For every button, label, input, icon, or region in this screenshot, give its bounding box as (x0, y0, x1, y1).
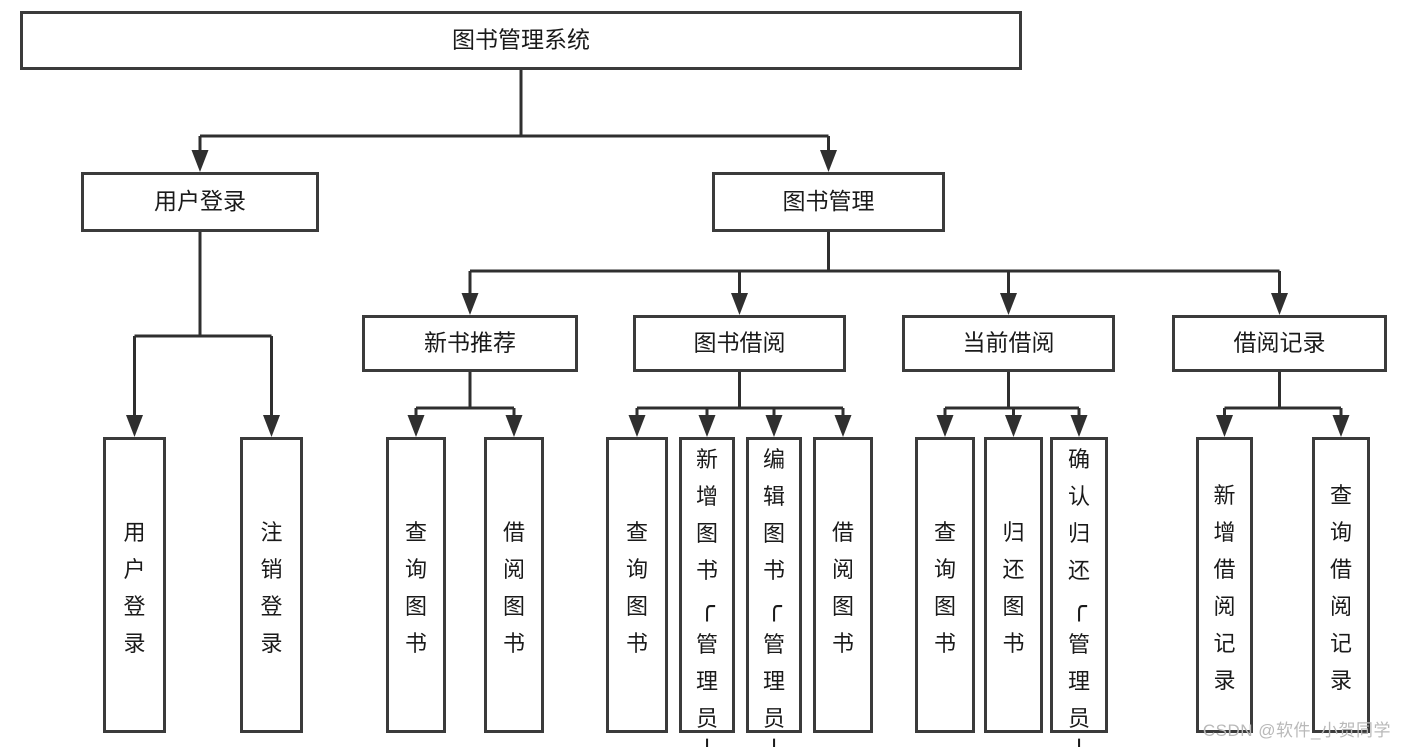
vertical-bracket-glyph: ╭ (699, 591, 715, 622)
node-leaf-edit-book[interactable]: 编辑图书╭管理员╰ (746, 437, 802, 747)
vertical-bracket-glyph: ╭ (766, 591, 782, 622)
node-label-leaf-edit-book: 编辑图书╭管理员╰ (763, 447, 785, 747)
node-box-leaf-borrow-book-recommend[interactable] (484, 437, 544, 733)
node-box-leaf-return-book[interactable] (984, 437, 1043, 733)
node-box-new-book-recommend[interactable] (362, 315, 578, 372)
node-box-leaf-query-book-borrow[interactable] (606, 437, 668, 733)
node-leaf-add-borrow-record[interactable]: 新增借阅记录 (1196, 437, 1253, 733)
node-label-leaf-borrow-book-recommend: 借阅图书 (503, 520, 525, 656)
node-label-leaf-add-book: 新增图书╭管理员╰ (696, 447, 718, 747)
node-label-leaf-user-login: 用户登录 (123, 520, 145, 656)
node-box-leaf-user-login[interactable] (103, 437, 166, 733)
node-label-book-borrow: 图书借阅 (694, 330, 786, 356)
vertical-bracket-glyph: ╭ (1071, 591, 1087, 622)
node-new-book-recommend[interactable]: 新书推荐 (362, 315, 578, 372)
node-label-leaf-return-book: 归还图书 (1002, 520, 1024, 656)
arrow-head-icon (834, 415, 852, 437)
node-book-borrow[interactable]: 图书借阅 (633, 315, 846, 372)
arrow-head-icon (698, 415, 716, 437)
node-leaf-add-book[interactable]: 新增图书╭管理员╰ (679, 437, 735, 747)
node-label-root: 图书管理系统 (452, 27, 590, 53)
node-label-current-borrow: 当前借阅 (963, 330, 1055, 356)
node-leaf-query-book-borrow[interactable]: 查询图书 (606, 437, 668, 733)
vertical-bracket-glyph: ╰ (699, 738, 715, 747)
node-label-leaf-confirm-return: 确认归还╭管理员╰ (1068, 447, 1090, 747)
vertical-bracket-glyph: ╰ (1071, 738, 1087, 747)
arrow-head-icon (505, 415, 523, 437)
node-label-leaf-borrow-book: 借阅图书 (832, 520, 854, 656)
connector-group (628, 372, 852, 437)
arrow-head-icon (1271, 293, 1288, 315)
connector-group (126, 232, 280, 437)
node-leaf-return-book[interactable]: 归还图书 (984, 437, 1043, 733)
node-label-new-book-recommend: 新书推荐 (424, 330, 516, 356)
arrow-head-icon (1005, 415, 1022, 437)
node-root[interactable]: 图书管理系统 (20, 11, 1022, 70)
node-box-book-borrow[interactable] (633, 315, 846, 372)
node-label-leaf-add-borrow-record: 新增借阅记录 (1213, 483, 1235, 693)
vertical-bracket-glyph: ╰ (766, 738, 782, 747)
arrow-head-icon (1332, 415, 1350, 437)
node-label-borrow-record: 借阅记录 (1234, 330, 1326, 356)
connector-group (407, 372, 523, 437)
node-leaf-query-book-recommend[interactable]: 查询图书 (386, 437, 446, 733)
connector-group (1216, 372, 1350, 437)
node-label-leaf-query-borrow-record: 查询借阅记录 (1330, 483, 1352, 693)
arrow-head-icon (1216, 415, 1233, 437)
node-leaf-query-borrow-record[interactable]: 查询借阅记录 (1312, 437, 1370, 733)
connector-group (191, 70, 837, 172)
node-leaf-confirm-return[interactable]: 确认归还╭管理员╰ (1050, 437, 1108, 747)
node-book-manage[interactable]: 图书管理 (712, 172, 945, 232)
arrow-head-icon (407, 415, 425, 437)
node-borrow-record[interactable]: 借阅记录 (1172, 315, 1387, 372)
node-user-login[interactable]: 用户登录 (81, 172, 319, 232)
arrow-head-icon (263, 415, 280, 437)
node-box-leaf-borrow-book[interactable] (813, 437, 873, 733)
node-current-borrow[interactable]: 当前借阅 (902, 315, 1115, 372)
arrow-head-icon (126, 415, 143, 437)
node-label-user-login: 用户登录 (154, 188, 246, 214)
node-label-leaf-query-book-recommend: 查询图书 (405, 520, 427, 656)
node-label-leaf-query-book-borrow: 查询图书 (626, 520, 648, 656)
node-box-borrow-record[interactable] (1172, 315, 1387, 372)
arrow-head-icon (1070, 415, 1088, 437)
node-leaf-borrow-book[interactable]: 借阅图书 (813, 437, 873, 733)
node-box-book-manage[interactable] (712, 172, 945, 232)
node-box-leaf-logout-login[interactable] (240, 437, 303, 733)
node-leaf-logout-login[interactable]: 注销登录 (240, 437, 303, 733)
arrow-head-icon (731, 293, 748, 315)
node-box-leaf-query-book-recommend[interactable] (386, 437, 446, 733)
node-box-leaf-query-borrow-record[interactable] (1312, 437, 1370, 733)
node-label-leaf-logout-login: 注销登录 (260, 520, 282, 656)
arrow-head-icon (1000, 293, 1017, 315)
node-leaf-query-book-current[interactable]: 查询图书 (915, 437, 975, 733)
node-box-leaf-edit-book[interactable] (746, 437, 802, 733)
arrow-head-icon (765, 415, 783, 437)
arrow-head-icon (628, 415, 646, 437)
arrow-head-icon (191, 150, 209, 172)
connector-group (936, 372, 1088, 437)
arrow-head-icon (820, 150, 837, 172)
node-label-book-manage: 图书管理 (783, 188, 875, 214)
connector-group (461, 232, 1288, 315)
node-box-leaf-add-borrow-record[interactable] (1196, 437, 1253, 733)
arrow-head-icon (936, 415, 954, 437)
node-box-user-login[interactable] (81, 172, 319, 232)
node-box-leaf-confirm-return[interactable] (1050, 437, 1108, 733)
node-box-leaf-add-book[interactable] (679, 437, 735, 733)
connector-layer (126, 70, 1350, 437)
node-label-leaf-query-book-current: 查询图书 (934, 520, 956, 656)
arrow-head-icon (461, 293, 479, 315)
node-box-current-borrow[interactable] (902, 315, 1115, 372)
node-leaf-borrow-book-recommend[interactable]: 借阅图书 (484, 437, 544, 733)
node-box-root[interactable] (20, 11, 1022, 70)
node-leaf-user-login[interactable]: 用户登录 (103, 437, 166, 733)
node-layer: 图书管理系统用户登录图书管理新书推荐图书借阅当前借阅借阅记录用户登录注销登录查询… (20, 11, 1387, 747)
node-box-leaf-query-book-current[interactable] (915, 437, 975, 733)
